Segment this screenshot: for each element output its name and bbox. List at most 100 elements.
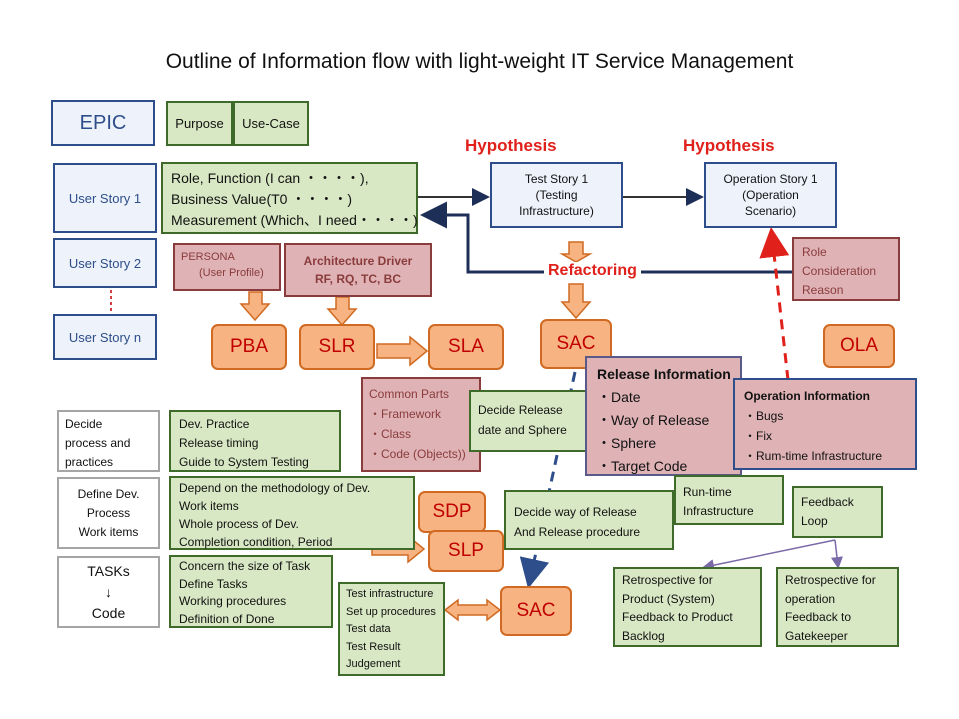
persona-box: PERSONA (User Profile) (173, 243, 281, 291)
decide-way-box: Decide way of Release And Release proced… (504, 490, 674, 550)
runtime-line-1: Run-time (683, 485, 732, 499)
user-story-1: User Story 1 (53, 163, 157, 233)
operation-story-line-3: Scenario) (744, 204, 797, 218)
hypothesis-label-test: Hypothesis (465, 136, 557, 155)
test-story-box: Test Story 1 (Testing Infrastructure) (490, 162, 623, 228)
role-consideration-line-3: Reason (802, 283, 844, 297)
arrow-testinfra-sac (443, 598, 502, 622)
architecture-driver-title: Architecture Driver (303, 254, 413, 268)
sac-node-bottom: SAC (500, 586, 572, 636)
arrow-refactoring-to-sac (560, 283, 592, 320)
common-parts-class: ・Class (369, 427, 412, 441)
user-story-n: User Story n (53, 314, 157, 360)
row1-label-box: Decide process and practices (57, 410, 160, 472)
retro-product-line-4: Backlog (622, 628, 665, 643)
user-story-2: User Story 2 (53, 238, 157, 288)
row3-content-line-3: Working procedures (179, 594, 287, 608)
row2-content-line-4: Completion condition, Period (179, 535, 333, 549)
runtime-infrastructure-box: Run-time Infrastructure (674, 475, 784, 525)
decide-release-line-2: date and Sphere (478, 423, 567, 437)
release-information-box: Release Information ・Date ・Way of Releas… (585, 356, 742, 476)
retro-operation-line-1: Retrospective for (785, 573, 876, 587)
arrow-arch-to-slr (326, 296, 358, 327)
test-infra-line-3: Test data (346, 623, 391, 635)
slp-node: SLP (428, 530, 504, 572)
operation-information-title: Operation Information (744, 389, 870, 403)
measurement-line: Measurement (Which、I need・・・・) (171, 212, 418, 228)
feedback-loop-line-2: Loop (801, 514, 828, 528)
slr-node: SLR (299, 324, 375, 370)
release-info-way: ・Way of Release (597, 412, 710, 428)
operation-info-bugs: ・Bugs (744, 409, 784, 423)
operation-story-title: Operation Story 1 (723, 172, 818, 186)
feedback-to-retro-operation (831, 539, 843, 569)
feedback-loop-line-1: Feedback (801, 495, 854, 509)
persona-title: PERSONA (181, 251, 235, 263)
row1-content-line-2: Release timing (179, 436, 259, 450)
test-infra-line-2: Set up procedures (346, 605, 436, 618)
release-info-target-code: ・Target Code (597, 458, 688, 474)
feedback-loop-box: Feedback Loop (792, 486, 883, 538)
test-infrastructure-box: Test infrastructure Set up procedures Te… (338, 582, 445, 676)
row3-content-box: Concern the size of Task Define Tasks Wo… (169, 555, 333, 628)
operation-story-box: Operation Story 1 (Operation Scenario) (704, 162, 837, 228)
retro-product-box: Retrospective for Product (System) Feedb… (613, 567, 762, 647)
decide-way-line-1: Decide way of Release (514, 505, 637, 519)
row2-content-line-3: Whole process of Dev. (179, 517, 299, 531)
business-value-line: Business Value(T0 ・・・・) (171, 191, 353, 207)
retro-operation-line-3: Feedback to (785, 610, 852, 624)
row1-label-line-3: practices (65, 455, 114, 469)
test-infra-line-4: Test Result (346, 640, 401, 653)
common-parts-title: Common Parts (369, 387, 450, 401)
test-story-line-2: (Testing (535, 188, 578, 202)
row2-label-line-3: Work items (78, 524, 139, 539)
row1-label-line-2: process and (65, 436, 131, 450)
retro-operation-line-4: Gatekeeper (785, 628, 848, 643)
operation-feedback-dashed-arrow (759, 227, 790, 381)
persona-subtitle: (User Profile) (199, 267, 264, 279)
role-consideration-line-1: Role (802, 245, 827, 259)
retro-product-line-2: Product (System) (622, 591, 715, 606)
hypothesis-label-operation: Hypothesis (683, 136, 775, 155)
operation-story-line-2: (Operation (742, 188, 799, 202)
retro-product-line-1: Retrospective for (622, 573, 713, 587)
row2-label-line-2: Process (86, 505, 131, 520)
row2-label-box: Define Dev. Process Work items (57, 477, 160, 549)
ola-node: OLA (823, 324, 895, 368)
decide-release-box: Decide Release date and Sphere (469, 390, 587, 452)
runtime-line-2: Infrastructure (683, 504, 754, 518)
row1-content-line-3: Guide to System Testing (179, 455, 309, 469)
retro-operation-box: Retrospective for operation Feedback to … (776, 567, 899, 647)
row1-content-line-1: Dev. Practice (179, 417, 250, 431)
arrow-slr-to-sla (376, 335, 429, 367)
role-consideration-line-2: Consideration (802, 264, 877, 278)
decide-way-line-2: And Release procedure (514, 525, 641, 539)
row1-label-line-1: Decide (65, 417, 103, 431)
architecture-driver-codes: RF, RQ, TC, BC (315, 272, 401, 286)
operation-info-fix: ・Fix (744, 429, 772, 443)
role-function-box: Role, Function (I can ・・・・), Business Va… (161, 162, 418, 234)
use-case-box: Use-Case (233, 101, 309, 146)
operation-info-runtime: ・Rum-time Infrastructure (744, 449, 883, 463)
row2-label-line-1: Define Dev. (77, 486, 140, 501)
sla-node: SLA (428, 324, 504, 370)
row2-content-box: Depend on the methodology of Dev. Work i… (169, 476, 415, 550)
sdp-node: SDP (418, 491, 486, 533)
row3-label-box: TASKs ↓ Code (57, 556, 160, 628)
epic-box: EPIC (51, 100, 155, 146)
down-arrow-icon: ↓ (105, 583, 112, 600)
pba-node: PBA (211, 324, 287, 370)
row3-content-line-4: Definition of Done (179, 611, 275, 626)
release-info-sphere: ・Sphere (597, 435, 657, 451)
row3-label-tasks: TASKs (87, 562, 130, 579)
retro-product-line-3: Feedback to Product (622, 610, 733, 624)
row3-label-code: Code (91, 604, 126, 621)
refactoring-label: Refactoring (544, 262, 641, 280)
sac-node-top: SAC (540, 319, 612, 369)
common-parts-framework: ・Framework (369, 407, 442, 421)
row1-content-box: Dev. Practice Release timing Guide to Sy… (169, 410, 341, 472)
arrow-persona-to-pba (239, 291, 271, 322)
decide-release-line-1: Decide Release (478, 403, 563, 417)
release-info-date: ・Date (597, 389, 641, 405)
purpose-box: Purpose (166, 101, 233, 146)
